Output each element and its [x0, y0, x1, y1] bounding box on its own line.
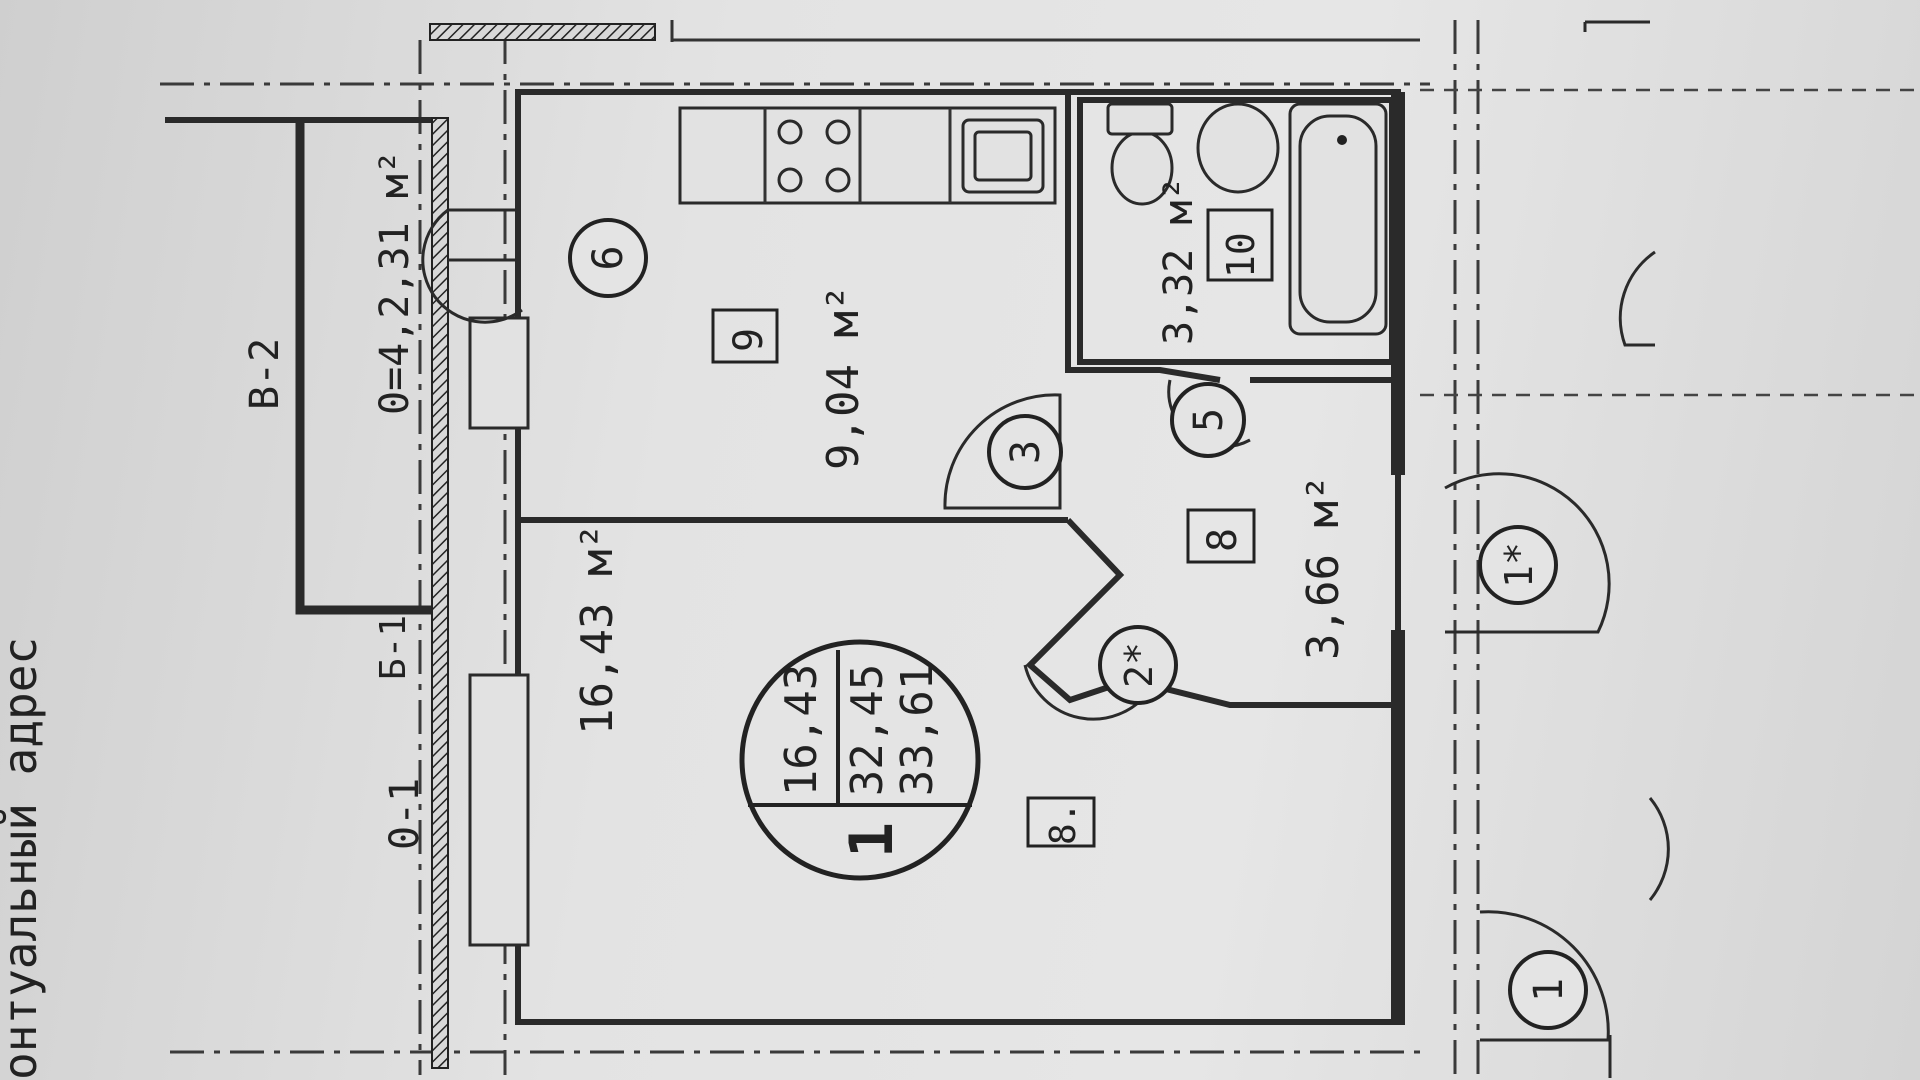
door-swing-entry — [1444, 472, 1611, 634]
door-swing-living — [1023, 664, 1152, 721]
balcony-door-label: Б-1 — [373, 615, 414, 680]
living-area-label: 16,43 м² — [572, 523, 623, 735]
hall-number: 8 — [1200, 528, 1246, 552]
door-marker-5-circle — [1170, 382, 1246, 458]
summary-total-with-loggia: 33,61 — [892, 664, 943, 796]
door-marker-5: 5 — [1186, 408, 1232, 432]
summary-total-area: 32,45 — [842, 664, 893, 796]
toilet-tank — [1106, 102, 1174, 136]
bath-number: 10 — [1219, 232, 1263, 278]
summary-living-area: 16,43 — [776, 664, 827, 796]
bathtub-inner — [1298, 114, 1378, 324]
kitchen-number: 9 — [726, 328, 772, 352]
door-marker-6: 6 — [583, 245, 632, 270]
door-marker-1star: 1* — [1497, 542, 1541, 588]
door-swing-kitchen — [943, 393, 1062, 510]
door-marker-1-circle — [1508, 950, 1588, 1030]
room-labels: онтуальный адрес B-2 0=4,2,31 м² Б-1 0-1… — [0, 150, 1349, 1080]
door-marker-1star-circle — [1478, 525, 1558, 605]
kitchen-sink-basin — [973, 130, 1033, 182]
header-cut-text: онтуальный адрес — [0, 637, 47, 1080]
living-number-box — [1026, 796, 1096, 848]
kitchen-number-box — [711, 308, 779, 364]
window-label-2: B-2 — [242, 338, 288, 410]
hall-number-box — [1186, 508, 1256, 564]
partition-living-hall — [1025, 517, 1398, 708]
door-marker-3-circle — [987, 414, 1063, 490]
door-markers: 6 3 5 2* 1* 1 — [568, 218, 1588, 1030]
kitchen-area-label: 9,04 м² — [818, 285, 869, 470]
partition-kitchen-bath — [1065, 92, 1221, 383]
stove-burner-1 — [777, 119, 803, 145]
stove-burner-4 — [825, 167, 851, 193]
door-marker-2: 2* — [1117, 642, 1161, 688]
bathtub-drain — [1337, 135, 1347, 145]
window-kitchen — [468, 316, 530, 430]
door-marker-1: 1 — [1526, 978, 1572, 1002]
door-swing-bottom — [1479, 910, 1610, 1042]
summary-circle — [739, 639, 981, 881]
window-living — [468, 673, 530, 947]
door-marker-3: 3 — [1003, 440, 1049, 464]
washbasin — [1196, 102, 1280, 194]
outer-wall — [515, 89, 1401, 1025]
loggia-area-label: 0=4,2,31 м² — [372, 150, 418, 415]
window-label-1: 0-1 — [382, 778, 428, 850]
apartment-summary-badge: 1 16,43 32,45 33,61 — [739, 639, 981, 881]
bath-number-box — [1206, 208, 1274, 282]
stove-burner-2 — [825, 119, 851, 145]
corner-bracket-top-right — [1583, 20, 1650, 32]
door-marker-6-circle — [568, 218, 648, 298]
summary-apartment-no: 1 — [837, 822, 907, 858]
door-swing-right-upper — [1618, 250, 1656, 347]
hatched-wall-top — [429, 23, 656, 41]
bathroom-wall — [1077, 97, 1395, 365]
loggia-rail — [295, 122, 440, 615]
bath-area-label: 3,32 м² — [1156, 176, 1202, 345]
balcony-door-swing — [421, 208, 523, 324]
stove-burner-3 — [777, 167, 803, 193]
hall-area-label: 3,66 м² — [1298, 475, 1349, 660]
living-number: 8. — [1043, 802, 1084, 845]
door-swing-right-lower — [1648, 797, 1670, 901]
door-marker-2-circle — [1098, 625, 1178, 705]
loggia-hatched-wall — [431, 117, 449, 1069]
